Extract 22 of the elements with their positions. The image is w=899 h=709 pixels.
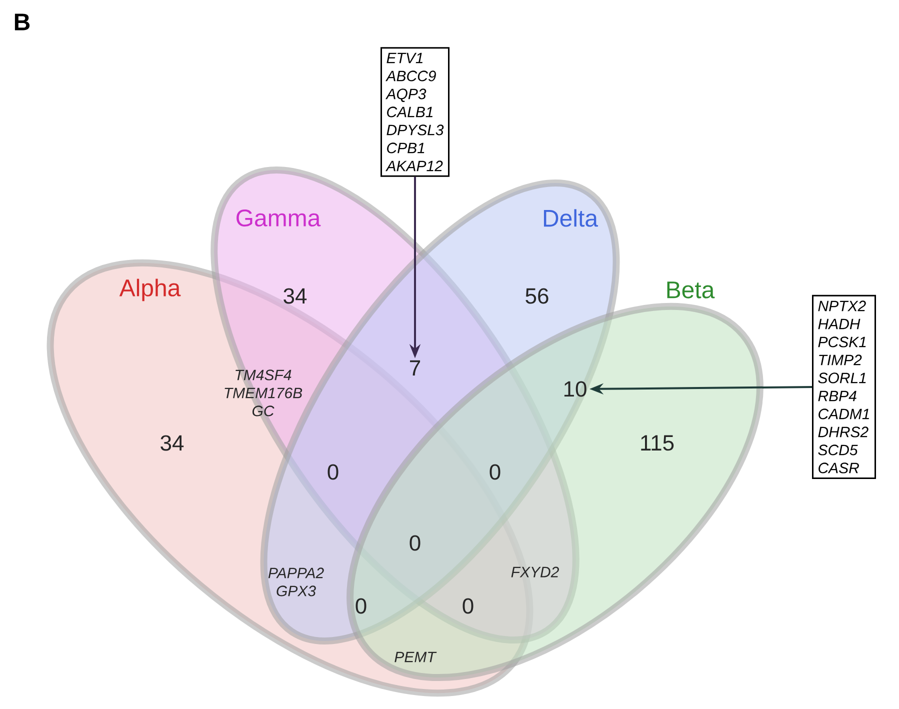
region-count: 0 xyxy=(490,464,500,480)
gene-box: NPTX2 HADH PCSK1 TIMP2 SORL1 RBP4 CADM1 DHRS2 SCD5 CASR xyxy=(812,294,876,480)
region-count: 0 xyxy=(462,598,474,614)
region-count: 10 xyxy=(564,381,586,397)
panel-letter: B xyxy=(14,14,30,30)
region-count: 0 xyxy=(410,535,420,551)
region-count: 56 xyxy=(526,288,548,304)
region-count: 34 xyxy=(160,435,184,451)
region-count: 0 xyxy=(356,598,366,614)
gene-list: PEMT xyxy=(394,652,437,662)
gene-box: ETV1 ABCC9 AQP3 CALB1 DPYSL3 CPB1 AKAP12 xyxy=(380,47,450,177)
set-label: Alpha xyxy=(119,278,181,302)
set-label: Delta xyxy=(544,209,598,227)
gene-list: PAPPA2 GPX3 xyxy=(268,568,324,596)
region-count: 34 xyxy=(284,288,307,304)
region-count: 7 xyxy=(410,360,420,376)
gene-list: FXYD2 xyxy=(511,566,559,578)
gene-list: TM4SF4 TMEM176B GC xyxy=(224,370,302,416)
set-label: Beta xyxy=(667,282,715,298)
region-count: 0 xyxy=(328,464,338,480)
set-label: Gamma xyxy=(236,210,321,226)
region-count: 115 xyxy=(641,435,674,451)
